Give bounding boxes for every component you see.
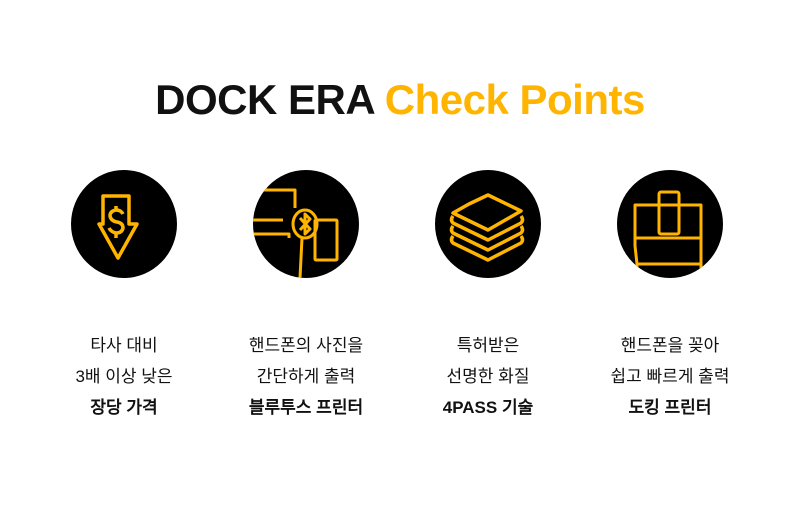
line-2: 간단하게 출력 xyxy=(256,367,356,386)
dollar-down-arrow-icon xyxy=(71,170,177,278)
line-1: 핸드폰을 꽂아 xyxy=(620,336,720,355)
title-accent: Check Points xyxy=(384,76,646,123)
dock-printer-icon xyxy=(617,170,723,278)
line-bold: 블루투스 프린터 xyxy=(248,398,364,417)
line-1: 특허받은 xyxy=(456,336,520,355)
line-1: 핸드폰의 사진을 xyxy=(248,336,364,355)
layers-icon xyxy=(435,170,541,278)
line-2: 선명한 화질 xyxy=(446,367,530,386)
line-bold: 장당 가격 xyxy=(90,398,158,417)
line-1: 타사 대비 xyxy=(90,336,158,355)
line-bold: 도킹 프린터 xyxy=(628,398,712,417)
title-main: DOCK ERA xyxy=(155,76,374,123)
page-title: DOCK ERA Check Points xyxy=(0,76,800,124)
line-2: 쉽고 빠르게 출력 xyxy=(610,367,730,386)
checkpoint-4pass: 특허받은 선명한 화질 4PASS 기술 xyxy=(398,170,578,423)
checkpoint-dock: 핸드폰을 꽂아 쉽고 빠르게 출력 도킹 프린터 xyxy=(580,170,760,423)
checkpoint-price: 타사 대비 3배 이상 낮은 장당 가격 xyxy=(34,170,214,423)
line-2: 3배 이상 낮은 xyxy=(75,367,173,386)
checkpoint-bluetooth: 핸드폰의 사진을 간단하게 출력 블루투스 프린터 xyxy=(216,170,396,423)
bluetooth-printer-icon xyxy=(253,170,359,278)
line-bold: 4PASS 기술 xyxy=(442,398,534,417)
